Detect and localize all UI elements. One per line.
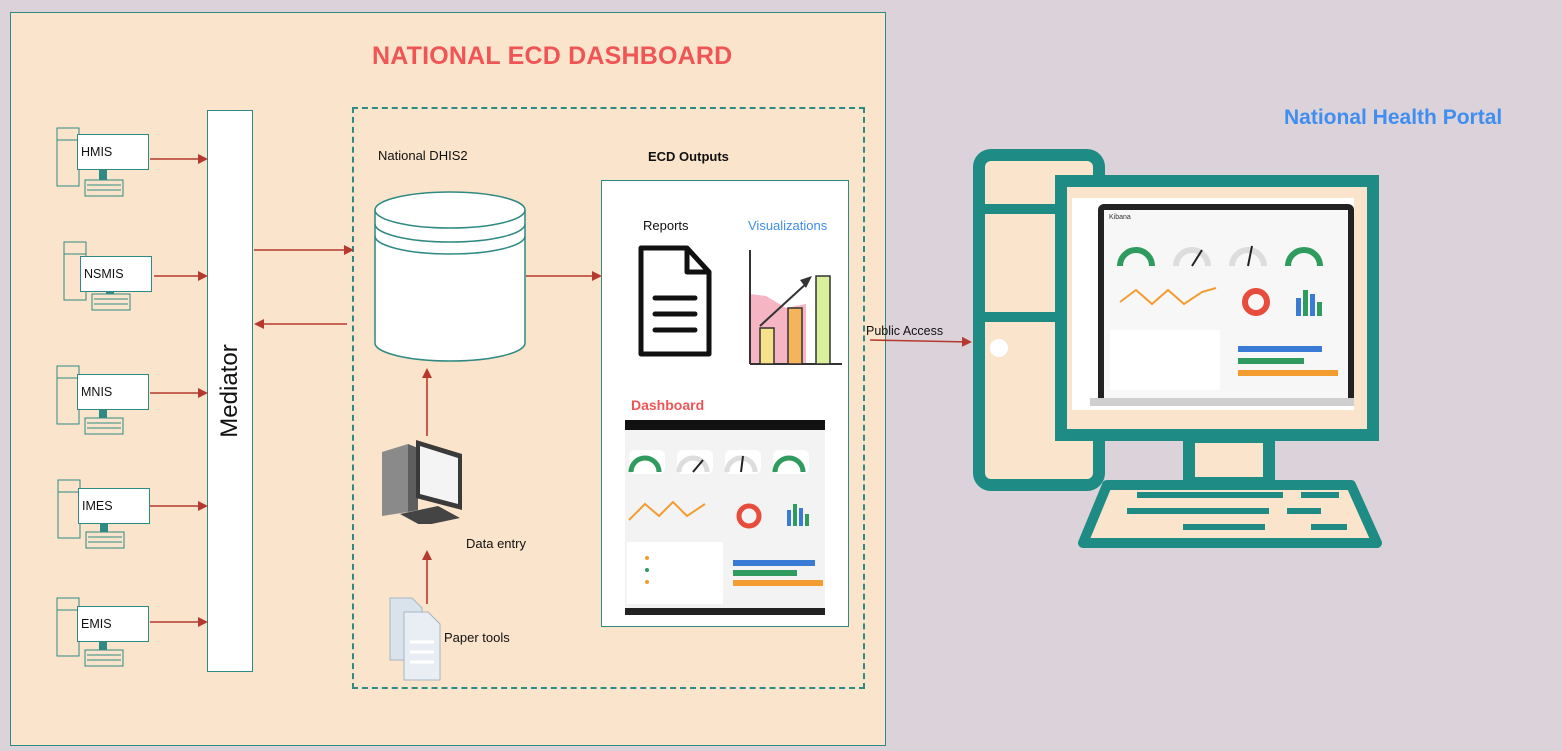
paper-tools-icon (389, 597, 441, 681)
source-emis: EMIS (55, 596, 155, 672)
paper-tools-label: Paper tools (444, 630, 510, 645)
data-entry-label: Data entry (466, 536, 526, 551)
source-nsmis: NSMIS (62, 240, 162, 316)
ecd-outputs-label: ECD Outputs (648, 149, 729, 164)
source-label-mnis: MNIS (77, 374, 149, 410)
portal-dashboard-thumbnail (1072, 198, 1354, 410)
source-imes: IMES (56, 478, 156, 554)
public-access-label: Public Access (866, 324, 944, 338)
source-label-imes: IMES (78, 488, 150, 524)
diagram-title: NATIONAL ECD DASHBOARD (372, 42, 733, 70)
dhis2-frame (352, 107, 865, 689)
mediator-box (207, 110, 253, 672)
visualization-chart-icon (749, 250, 842, 365)
visualizations-label: Visualizations (748, 218, 828, 233)
portal-thumbnail-brand: Kibana (1109, 214, 1131, 221)
desktop-pc-icon (382, 440, 462, 524)
reports-label: Reports (643, 218, 689, 233)
source-label-nsmis: NSMIS (80, 256, 152, 292)
source-label-emis: EMIS (77, 606, 149, 642)
dashboard-thumbnail (625, 420, 825, 615)
database-icon (374, 191, 526, 362)
document-icon (638, 245, 712, 357)
portal-title: National Health Portal (1284, 106, 1503, 129)
dashboard-label: Dashboard (631, 397, 705, 413)
computer-icon (56, 127, 124, 197)
arrow-outputs-to-portal (869, 336, 972, 347)
national-dhis2-label: National DHIS2 (378, 148, 468, 163)
source-label-hmis: HMIS (77, 134, 149, 170)
source-hmis: HMIS (55, 126, 155, 202)
source-mnis: MNIS (55, 364, 155, 440)
